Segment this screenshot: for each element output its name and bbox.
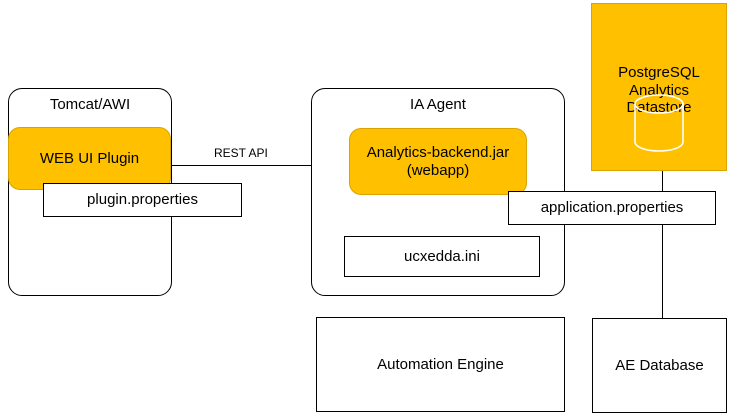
ae-database-node[interactable]: AE Database bbox=[592, 318, 727, 413]
rest-api-edge-label: REST API bbox=[211, 146, 271, 160]
analytics-backend-node[interactable]: Analytics-backend.jar (webapp) bbox=[349, 128, 527, 195]
web-ui-plugin-label: WEB UI Plugin bbox=[39, 149, 140, 167]
automation-engine-node[interactable]: Automation Engine bbox=[316, 317, 565, 412]
ae-database-label: AE Database bbox=[615, 356, 704, 374]
postgres-to-appprops-edge bbox=[662, 170, 663, 192]
analytics-backend-label: Analytics-backend.jar (webapp) bbox=[366, 143, 510, 179]
automation-engine-label: Automation Engine bbox=[377, 355, 504, 373]
plugin-properties-label: plugin.properties bbox=[87, 191, 198, 209]
postgresql-analytics-datastore-node[interactable]: PostgreSQL Analytics Datastore bbox=[591, 3, 727, 171]
application-properties-node[interactable]: application.properties bbox=[508, 191, 716, 225]
database-cylinder-icon bbox=[634, 94, 684, 152]
rest-api-edge bbox=[171, 165, 312, 166]
web-ui-plugin-node[interactable]: WEB UI Plugin bbox=[8, 127, 171, 190]
plugin-properties-node[interactable]: plugin.properties bbox=[43, 183, 242, 217]
appprops-to-aedb-edge bbox=[662, 224, 663, 319]
ucxedda-ini-label: ucxedda.ini bbox=[404, 247, 480, 265]
postgresql-analytics-datastore-label: PostgreSQL Analytics Datastore bbox=[618, 63, 700, 117]
ucxedda-ini-node[interactable]: ucxedda.ini bbox=[344, 236, 540, 277]
tomcat-awi-label: Tomcat/AWI bbox=[49, 96, 131, 113]
database-cylinder-icon-wrap bbox=[592, 92, 726, 154]
application-properties-label: application.properties bbox=[540, 199, 684, 217]
ia-agent-label: IA Agent bbox=[410, 96, 466, 113]
